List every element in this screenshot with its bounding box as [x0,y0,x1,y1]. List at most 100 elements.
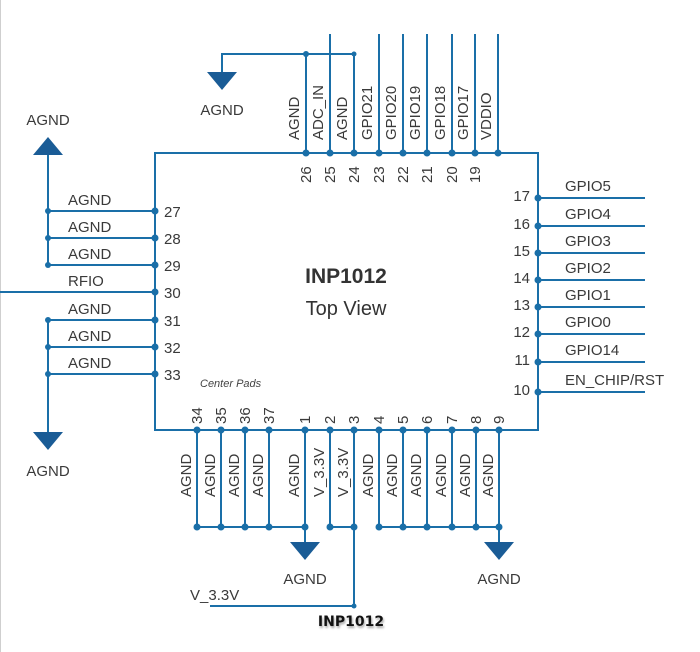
top-ground-net: AGND [200,51,357,119]
bottom-pins: AGND34AGND35AGND36AGND37AGND1V_3.3V2V_3.… [178,407,508,531]
pin-number: 33 [164,367,181,384]
pin-number: 28 [164,231,181,248]
pin-number: 21 [419,166,436,183]
pin-number: 36 [237,407,254,424]
pin-number: 31 [164,313,181,330]
pin-13: GPIO1 13 [513,287,645,314]
pin-label: AGND [334,96,351,140]
ground-label-top: AGND [200,102,244,119]
pin-label: GPIO0 [565,314,611,331]
pin-junction [326,426,334,434]
pin-label: ADC_IN [310,85,327,140]
rail-junction [45,235,51,241]
ground-label-bottom-right: AGND [477,571,521,588]
center-pads-label: Center Pads [200,378,262,390]
pin-junction [217,426,225,434]
pin-junction [423,426,431,434]
pin-label: AGND [68,301,112,318]
pin-31: AGND 31 [45,301,181,330]
rail-junction [265,523,273,531]
pin-junction [471,149,479,157]
pin-number: 9 [491,416,508,424]
pin-number: 13 [513,297,530,314]
pin-number: 15 [513,243,530,260]
ground-label-bottom-left: AGND [283,571,327,588]
pin-number: 16 [513,216,530,233]
pin-label: EN_CHIP/RST [565,372,664,389]
pin-junction [534,330,542,338]
pin-label: AGND [68,192,112,209]
pin-junction [448,149,456,157]
chip-view-label: Top View [306,298,387,320]
pin-32: AGND 32 [45,328,181,357]
pin-junction [151,207,159,215]
pin-label: AGND [226,453,243,497]
rail-junction [45,317,51,323]
ground-icon [33,432,63,450]
pin-label: AGND [384,453,401,497]
pin-junction [534,222,542,230]
pin-junction [495,426,503,434]
pin-junction [534,303,542,311]
pin-number: 3 [346,416,363,424]
rail-junction [301,523,309,531]
pin-number: 11 [514,352,530,369]
pin-label: AGND [68,328,112,345]
pin-label: V_3.3V [311,448,328,497]
pin-label: AGND [408,453,425,497]
pin-number: 29 [164,258,181,275]
pin-junction [151,261,159,269]
pin-9: AGND 9 [480,416,508,531]
pin-27: AGND 27 [45,192,181,221]
pin-number: 12 [513,324,530,341]
rail-junction [326,523,334,531]
left-pins: AGND27AGND28AGND29RFIO30AGND31AGND32AGND… [0,192,181,384]
pin-junction [301,426,309,434]
pin-number: 32 [164,340,181,357]
bottom-ground-net-left: AGND [197,526,327,588]
pin-junction [350,149,358,157]
pin-label: AGND [433,453,450,497]
pin-25: ADC_IN 25 [310,34,339,183]
pin-number: 27 [164,204,181,221]
rail-junction [45,344,51,350]
rail-junction [45,208,51,214]
pin-label: AGND [480,453,497,497]
pin-label: GPIO18 [432,86,449,140]
pin-number: 25 [322,166,339,183]
pin-label: GPIO1 [565,287,611,304]
pin-number: 37 [261,407,278,424]
pin-junction [399,149,407,157]
top-pins: AGND26ADC_IN25AGND24GPIO2123GPIO2022GPIO… [286,34,502,183]
rail-junction [350,523,358,531]
rail-junction [423,523,431,531]
pin-junction [534,194,542,202]
pin-label: AGND [457,453,474,497]
pin-number: 35 [213,407,230,424]
pin-label: GPIO5 [565,178,611,195]
pin-number: 19 [467,166,484,183]
pin-number: 1 [297,416,314,424]
pin-number: 4 [371,416,388,424]
pin-number: 20 [444,166,461,183]
right-pins: GPIO517GPIO416GPIO315GPIO214GPIO113GPIO0… [513,178,664,399]
ground-label-left-bottom: AGND [26,463,70,480]
pin-label: GPIO2 [565,260,611,277]
pin-label: GPIO17 [455,86,472,140]
rail-junction [448,523,456,531]
